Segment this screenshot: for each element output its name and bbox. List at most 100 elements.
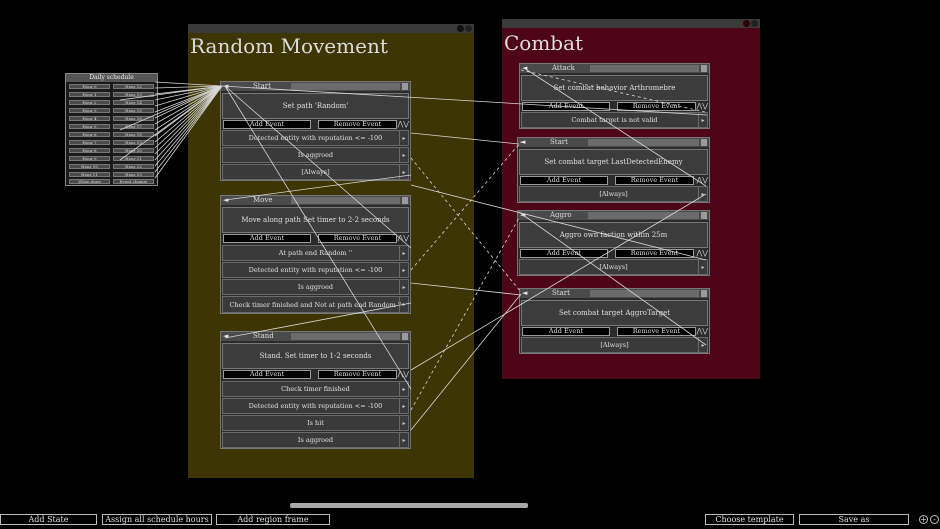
remove-event-button[interactable]: Remove Event (617, 327, 696, 336)
schedule-hour-cell[interactable]: Hour 12 (113, 84, 154, 89)
schedule-hour-cell[interactable]: Hour 16 (113, 116, 154, 121)
up-down-arrows-icon[interactable]: ⋀⋁ (397, 234, 409, 242)
event-row[interactable]: Combat target is not valid▸ (521, 112, 708, 128)
add-event-button[interactable]: Add Event (520, 249, 608, 258)
event-row[interactable]: Detected entity with reputation <= -100▸ (222, 262, 409, 278)
assign-schedule-hours-button[interactable]: Assign all schedule hours (102, 514, 212, 525)
frame-close-icon[interactable] (751, 20, 758, 27)
up-down-arrows-icon[interactable]: ⋀⋁ (696, 327, 708, 335)
node-action[interactable]: Stand. Set timer to 1-2 seconds (222, 343, 409, 369)
schedule-hour-cell[interactable]: Hour 2 (69, 100, 110, 105)
node-drag-bar[interactable] (291, 333, 400, 340)
event-change-button[interactable]: Event change (113, 179, 154, 184)
zoom-out-icon[interactable]: - (930, 515, 939, 524)
state-node-attack[interactable]: ◄ Attack Set combat behavior Arthromebre… (519, 63, 710, 129)
node-header[interactable]: ◄ Start (520, 289, 709, 298)
event-row[interactable]: Detected entity with reputation <= -100▸ (222, 130, 409, 146)
event-row[interactable]: [Always]▸ (519, 186, 708, 202)
state-node-start-aggro-target[interactable]: ◄ Start Set combat target AggroTarget Ad… (519, 288, 710, 354)
event-row[interactable]: Check timer finished▸ (222, 381, 409, 397)
node-drag-bar[interactable] (291, 83, 400, 90)
schedule-hour-cell[interactable]: Hour 7 (69, 140, 110, 145)
schedule-hour-cell[interactable]: Hour 13 (113, 92, 154, 97)
schedule-hour-cell[interactable]: Hour 15 (113, 108, 154, 113)
schedule-hour-cell[interactable]: Hour 3 (69, 108, 110, 113)
node-close-icon[interactable] (701, 65, 707, 72)
node-drag-bar[interactable] (590, 65, 699, 72)
remove-event-button[interactable]: Remove Event (318, 370, 397, 379)
state-node-move[interactable]: ◄ Move Move along path Set timer to 2-2 … (220, 195, 411, 314)
arrow-icon[interactable]: ▸ (399, 399, 408, 413)
event-row[interactable]: At path end Random ''▸ (222, 245, 409, 261)
node-action[interactable]: Aggro own faction within 25m (519, 222, 708, 248)
node-header[interactable]: ◄ Start (518, 138, 709, 147)
node-action[interactable]: Move along path Set timer to 2-2 seconds (222, 207, 409, 233)
arrow-icon[interactable]: ▸ (399, 433, 408, 447)
arrow-icon[interactable]: ▸ (399, 263, 408, 277)
arrow-icon[interactable]: ▸ (399, 131, 408, 145)
event-row[interactable]: Is aggroed▸ (222, 432, 409, 448)
up-down-arrows-icon[interactable]: ⋀⋁ (696, 176, 708, 184)
node-close-icon[interactable] (402, 83, 408, 90)
up-down-arrows-icon[interactable]: ⋀⋁ (696, 249, 708, 257)
arrow-icon[interactable]: ▸ (399, 382, 408, 396)
remove-event-button[interactable]: Remove Event (318, 120, 397, 129)
arrow-icon[interactable]: ▸ (698, 187, 707, 201)
schedule-hour-cell[interactable]: Hour 22 (113, 164, 154, 169)
node-drag-bar[interactable] (588, 139, 699, 146)
up-down-arrows-icon[interactable]: ⋀⋁ (397, 370, 409, 378)
when-done-button[interactable]: When done (69, 179, 110, 184)
schedule-hour-cell[interactable]: Hour 21 (113, 156, 154, 161)
add-region-frame-button[interactable]: Add region frame (216, 514, 330, 525)
node-drag-bar[interactable] (588, 212, 699, 219)
state-node-start[interactable]: ◄ Start Set combat target LastDetectedEn… (517, 137, 710, 203)
arrow-icon[interactable]: ▸ (698, 338, 707, 352)
schedule-hour-cell[interactable]: Hour 8 (69, 148, 110, 153)
event-row[interactable]: Detected entity with reputation <= -100▸ (222, 398, 409, 414)
schedule-hour-cell[interactable]: Hour 23 (113, 172, 154, 177)
add-event-button[interactable]: Add Event (522, 327, 610, 336)
remove-event-button[interactable]: Remove Event (617, 102, 696, 111)
node-close-icon[interactable] (701, 212, 707, 219)
up-down-arrows-icon[interactable]: ⋀⋁ (696, 102, 708, 110)
schedule-hour-cell[interactable]: Hour 4 (69, 116, 110, 121)
node-close-icon[interactable] (402, 197, 408, 204)
add-event-button[interactable]: Add Event (223, 234, 311, 243)
schedule-hour-cell[interactable]: Hour 11 (69, 172, 110, 177)
event-row[interactable]: Is hit▸ (222, 415, 409, 431)
up-down-arrows-icon[interactable]: ⋀⋁ (397, 120, 409, 128)
remove-event-button[interactable]: Remove Event (615, 249, 694, 258)
schedule-hour-cell[interactable]: Hour 9 (69, 156, 110, 161)
event-row[interactable]: Check timer finished and Not at path end… (222, 296, 409, 313)
schedule-hour-cell[interactable]: Hour 19 (113, 140, 154, 145)
frame-button-icon[interactable] (457, 25, 464, 32)
choose-template-button[interactable]: Choose template (705, 514, 794, 525)
event-row[interactable]: Is aggroed▸ (222, 279, 409, 295)
arrow-icon[interactable]: ▸ (698, 113, 707, 127)
remove-event-button[interactable]: Remove Event (615, 176, 694, 185)
arrow-icon[interactable]: ▸ (399, 148, 408, 162)
node-close-icon[interactable] (701, 290, 707, 297)
add-event-button[interactable]: Add Event (223, 370, 311, 379)
node-header[interactable]: ◄ Stand (221, 332, 410, 341)
schedule-hour-cell[interactable]: Hour 5 (69, 124, 110, 129)
event-row[interactable]: Is aggroed▸ (222, 147, 409, 163)
horizontal-scrollbar[interactable] (290, 503, 528, 508)
schedule-hour-cell[interactable]: Hour 0 (69, 84, 110, 89)
frame-header-bar[interactable] (502, 19, 760, 28)
frame-button-icon[interactable] (743, 20, 750, 27)
add-state-button[interactable]: Add State (0, 514, 97, 525)
arrow-icon[interactable]: ▸ (399, 416, 408, 430)
zoom-in-icon[interactable]: + (919, 515, 928, 524)
add-event-button[interactable]: Add Event (223, 120, 311, 129)
frame-close-icon[interactable] (465, 25, 472, 32)
node-close-icon[interactable] (402, 333, 408, 340)
node-close-icon[interactable] (701, 139, 707, 146)
frame-header-bar[interactable] (188, 24, 474, 33)
arrow-icon[interactable]: ▸ (399, 280, 408, 294)
add-event-button[interactable]: Add Event (520, 176, 608, 185)
schedule-hour-cell[interactable]: Hour 10 (69, 164, 110, 169)
schedule-hour-cell[interactable]: Hour 6 (69, 132, 110, 137)
state-node-stand[interactable]: ◄ Stand Stand. Set timer to 1-2 seconds … (220, 331, 411, 449)
